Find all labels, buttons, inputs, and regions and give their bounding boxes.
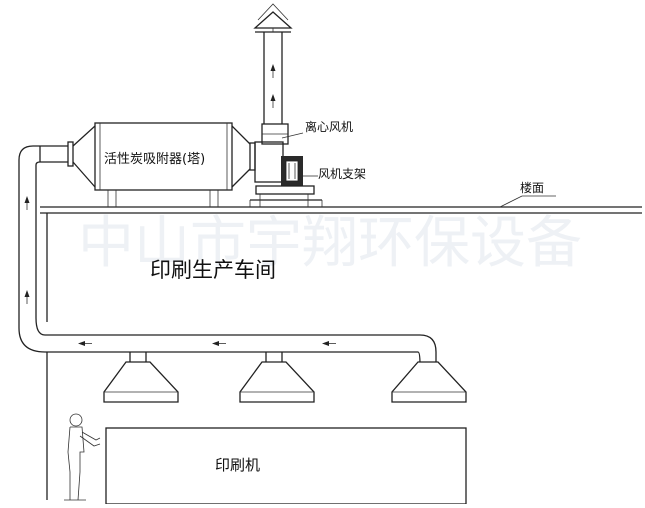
bracket-label: 风机支架 [318, 167, 366, 181]
riser-duct [18, 145, 46, 353]
watermark: 中山市宇翔环保设备 [78, 211, 582, 276]
header-duct [45, 334, 437, 366]
printing-machine [105, 427, 467, 505]
fan-bracket [249, 185, 323, 207]
centrifugal-fan [254, 123, 303, 186]
floor-slab [40, 206, 642, 214]
exhaust-arrow-icon [257, 3, 289, 21]
floor-leader [499, 195, 523, 208]
floor-label: 楼面 [520, 180, 544, 195]
operator-figure [64, 413, 101, 501]
adsorber-supports [107, 190, 219, 207]
adsorber-label: 活性炭吸附器(塔) [104, 152, 205, 167]
hood-3 [391, 361, 467, 403]
inlet-duct [39, 125, 96, 188]
workshop-label: 印刷生产车间 [150, 258, 276, 282]
hood-1 [103, 352, 179, 403]
printer-label: 印刷机 [215, 456, 260, 474]
hood-2 [239, 352, 315, 403]
fan-label: 离心风机 [305, 119, 353, 134]
adsorber-tower [94, 122, 256, 191]
exhaust-stack [253, 11, 293, 124]
fan-leader [281, 132, 304, 139]
